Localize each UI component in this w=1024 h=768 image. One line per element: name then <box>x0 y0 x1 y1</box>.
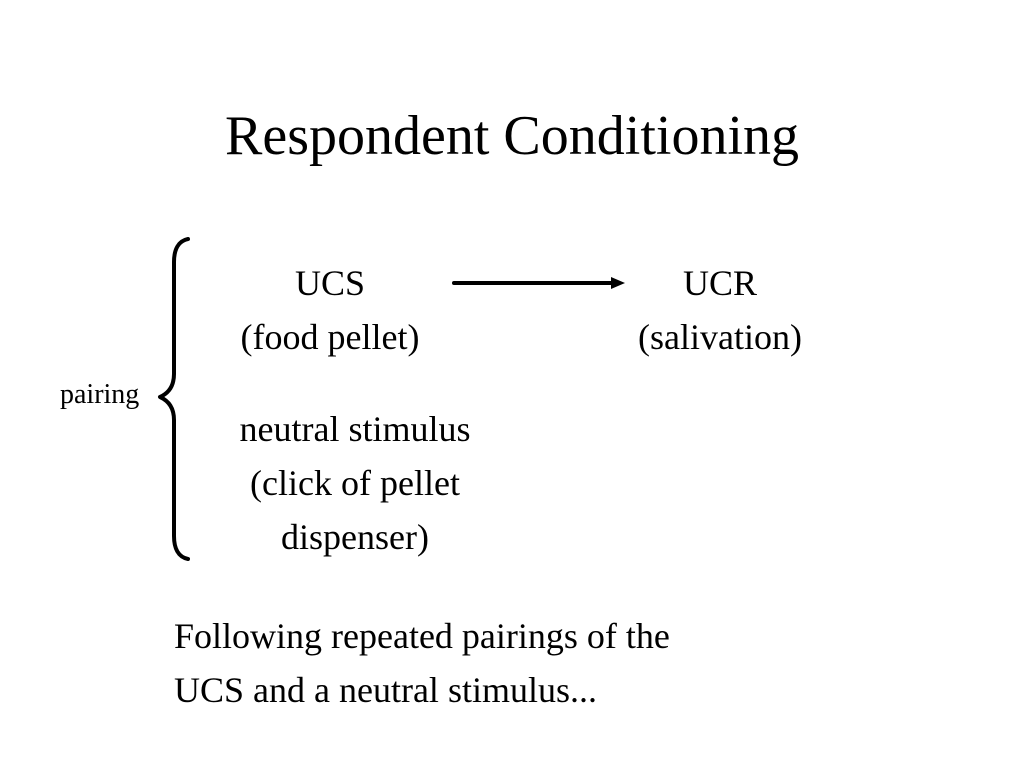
pairing-brace <box>158 237 190 561</box>
footer-line-1: Following repeated pairings of the <box>174 616 670 656</box>
neutral-stimulus-line-1: neutral stimulus <box>239 409 471 449</box>
footer-line-2: UCS and a neutral stimulus... <box>174 670 597 710</box>
slide-title: Respondent Conditioning <box>225 105 799 167</box>
ucs-node: UCS (food pellet) <box>190 256 470 364</box>
ucr-label: UCR <box>682 263 758 303</box>
pairing-label: pairing <box>60 379 140 410</box>
neutral-stimulus-line-3: dispenser) <box>281 517 429 557</box>
neutral-stimulus-node: neutral stimulus (click of pellet dispen… <box>190 402 520 564</box>
ucr-detail: (salivation) <box>638 317 802 357</box>
ucr-node: UCR (salivation) <box>600 256 840 364</box>
ucs-label: UCS <box>294 263 366 303</box>
neutral-stimulus-line-2: (click of pellet <box>250 463 460 503</box>
ucs-detail: (food pellet) <box>240 317 420 357</box>
footer-text: Following repeated pairings of the UCS a… <box>174 609 874 717</box>
